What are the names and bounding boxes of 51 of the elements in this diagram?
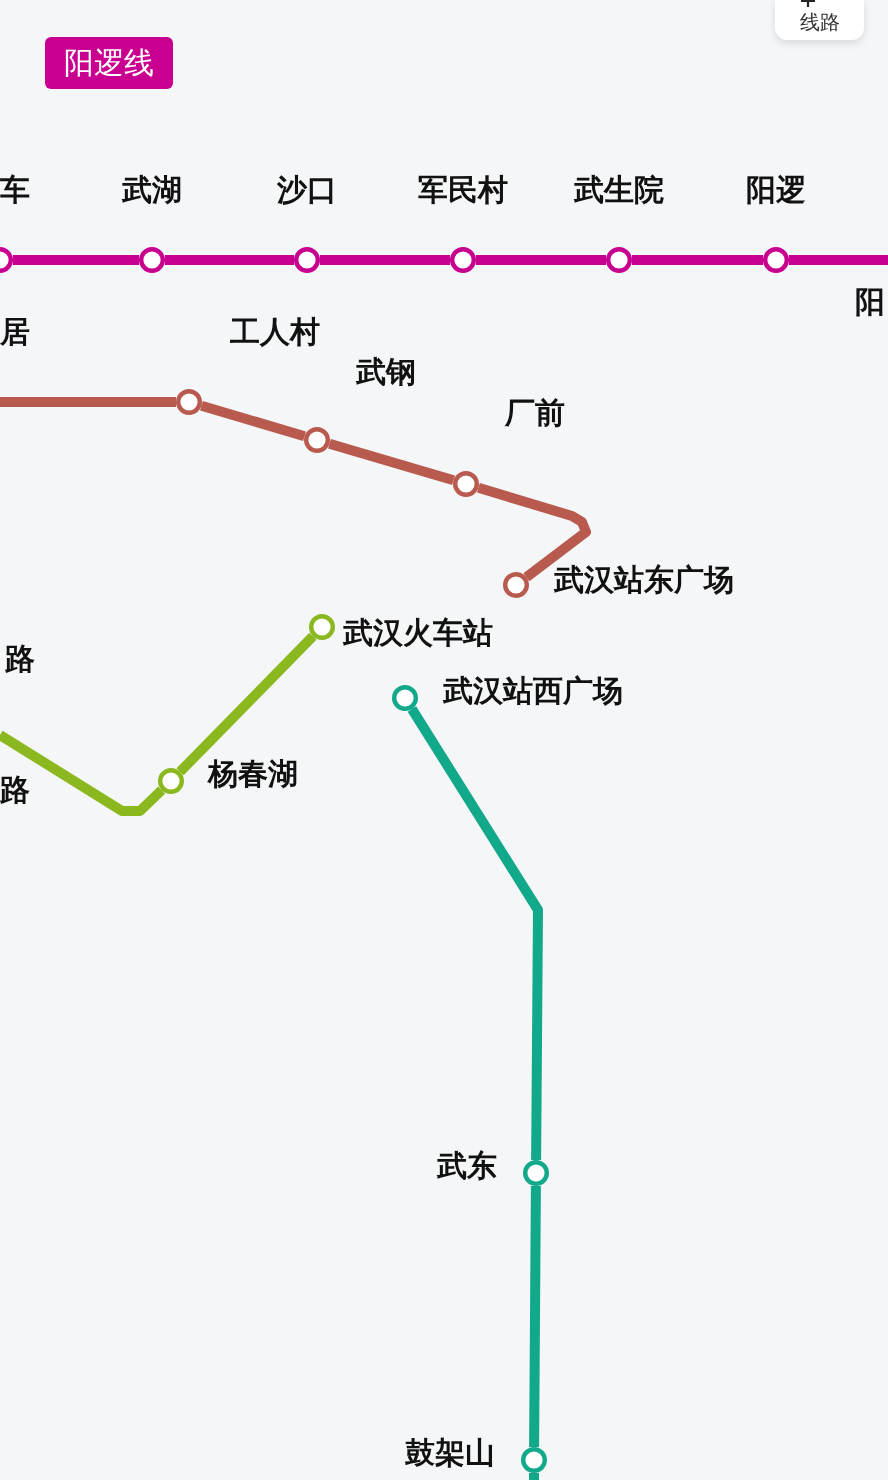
station-name: 武汉火车站 [343, 615, 493, 651]
station-name: 武生院 [574, 172, 664, 208]
line-name-tag: 阳逻线 [45, 37, 173, 89]
metro-line [477, 482, 591, 582]
station-name: 阳 [855, 284, 885, 320]
station-name: 车 [0, 172, 30, 208]
station-icon [293, 246, 321, 274]
station-icon [452, 470, 480, 498]
metro-line [407, 706, 543, 1161]
metro-line [328, 438, 455, 486]
metro-line [320, 255, 450, 265]
station-icon [520, 1446, 548, 1474]
station-name: 武东 [437, 1148, 497, 1184]
station-icon [762, 246, 790, 274]
metro-line [476, 255, 606, 265]
metro-line [632, 255, 763, 265]
station-icon [449, 246, 477, 274]
lines-button: 线路 [775, 0, 864, 40]
station-name: 路 [5, 641, 35, 677]
station-icon [0, 246, 14, 274]
metro-line [0, 730, 166, 816]
metro-line [789, 255, 888, 265]
station-icon [303, 426, 331, 454]
station-name: 武汉站东广场 [554, 562, 734, 598]
station-icon [502, 571, 530, 599]
station-icon [157, 767, 185, 795]
metro-line [165, 255, 294, 265]
metro-line [529, 1185, 541, 1448]
station-name: 工人村 [230, 314, 320, 350]
metro-line [13, 255, 139, 265]
metro-line [0, 397, 176, 407]
metro-line [200, 400, 306, 442]
station-name: 武钢 [356, 354, 416, 390]
station-name: 武汉站西广场 [443, 673, 623, 709]
station-name: 武湖 [122, 172, 182, 208]
station-icon [138, 246, 166, 274]
station-name: 沙口 [277, 172, 337, 208]
station-name: 军民村 [418, 172, 508, 208]
station-name: 鼓架山 [405, 1435, 495, 1471]
station-name: 杨春湖 [208, 756, 298, 792]
station-icon [605, 246, 633, 274]
station-name: 厂前 [505, 395, 565, 431]
station-name: 阳逻 [746, 172, 806, 208]
station-icon [175, 388, 203, 416]
station-icon [308, 613, 336, 641]
station-name: 路 [0, 772, 30, 808]
station-icon [522, 1159, 550, 1187]
station-name: 居 [0, 314, 30, 350]
metro-line [529, 1473, 539, 1480]
metro-line [176, 632, 317, 776]
station-icon [391, 684, 419, 712]
